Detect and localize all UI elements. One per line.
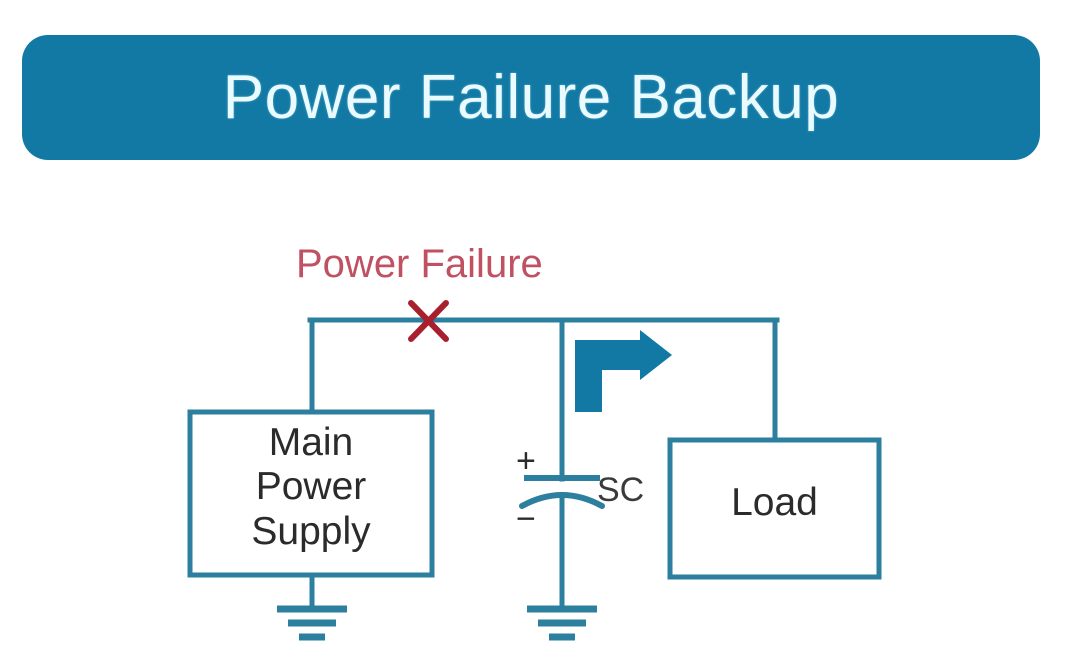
- mps-line-3: Supply: [251, 509, 371, 553]
- page-title: Power Failure Backup: [222, 62, 840, 132]
- ground-main-power-supply: [277, 605, 347, 641]
- polarity-negative-sign: −: [516, 500, 536, 538]
- block-label-load: Load: [731, 481, 818, 524]
- current-flow-arrow: [575, 330, 672, 412]
- supercapacitor-symbol: [519, 475, 605, 509]
- ground-supercapacitor: [527, 605, 597, 641]
- block-load: [667, 437, 882, 580]
- polarity-positive-sign: +: [516, 442, 536, 480]
- mps-line-2: Power: [255, 465, 367, 509]
- fault-label: Power Failure: [296, 242, 543, 286]
- block-label-main-power-supply: Main Power Supply: [190, 421, 432, 554]
- mps-line-1: Main: [268, 421, 354, 464]
- block-main-power-supply: [187, 409, 435, 578]
- wires: [307, 317, 780, 611]
- fault-marker-x: [408, 300, 449, 342]
- component-label-supercapacitor: SC: [597, 471, 645, 509]
- capacitor-plate-negative: [519, 492, 605, 509]
- page-header-banner: Power Failure Backup: [22, 35, 1040, 160]
